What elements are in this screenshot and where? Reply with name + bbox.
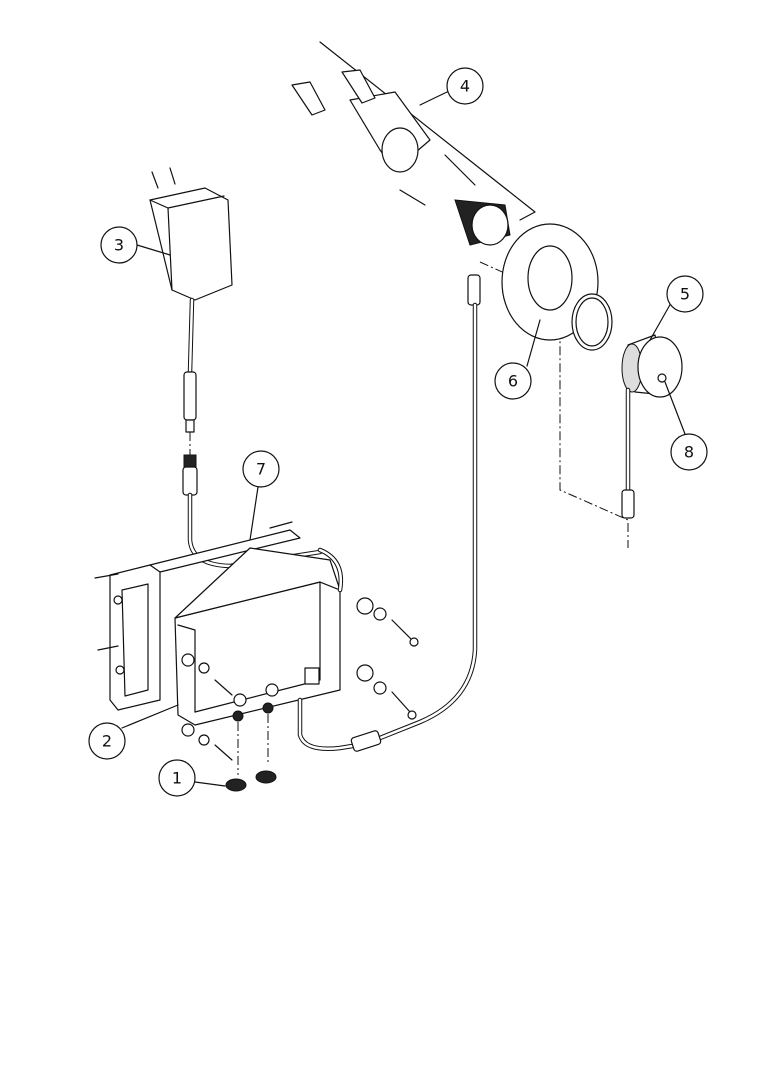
svg-text:7: 7 [256,460,266,479]
o-ring-inner [575,297,609,347]
callout-3: 3 [100,226,138,264]
svg-text:4: 4 [460,77,470,96]
button-cable [350,274,481,752]
svg-text:3: 3 [114,236,124,255]
callout-4: 4 [446,67,484,105]
mounting-sleeve-kit [291,41,536,246]
caps [225,714,277,792]
svg-text:5: 5 [680,285,690,304]
callout-5: 5 [666,275,704,313]
svg-text:6: 6 [508,372,518,391]
svg-text:1: 1 [172,769,182,788]
push-button [621,334,683,519]
callout-7: 7 [242,450,280,488]
power-adapter [149,167,233,433]
leader-lines [121,91,686,787]
screws-washers [181,597,419,761]
mounting-bracket [94,521,301,711]
svg-text:8: 8 [684,443,694,462]
callout-8: 8 [670,433,708,471]
callout-2: 2 [88,722,126,760]
callout-6: 6 [494,362,532,400]
callout-1: 1 [158,759,196,797]
svg-text:2: 2 [102,732,112,751]
control-box [174,547,368,751]
